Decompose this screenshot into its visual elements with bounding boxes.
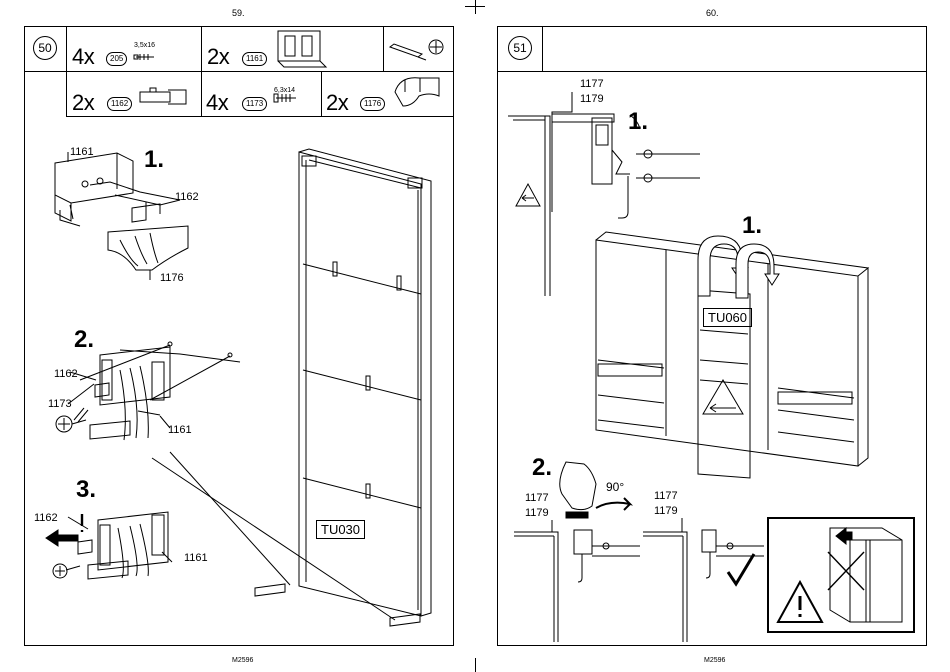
checkmark-icon xyxy=(728,554,754,584)
rail-detail xyxy=(508,92,700,296)
step2-left-detail xyxy=(514,462,640,642)
curved-arrow-right xyxy=(736,244,779,298)
warning-box xyxy=(768,518,914,632)
step2-right-detail xyxy=(643,518,764,642)
warning-triangle-icon xyxy=(516,184,540,206)
footer-right: M2596 xyxy=(704,657,725,664)
wardrobe-illustration xyxy=(596,232,868,466)
